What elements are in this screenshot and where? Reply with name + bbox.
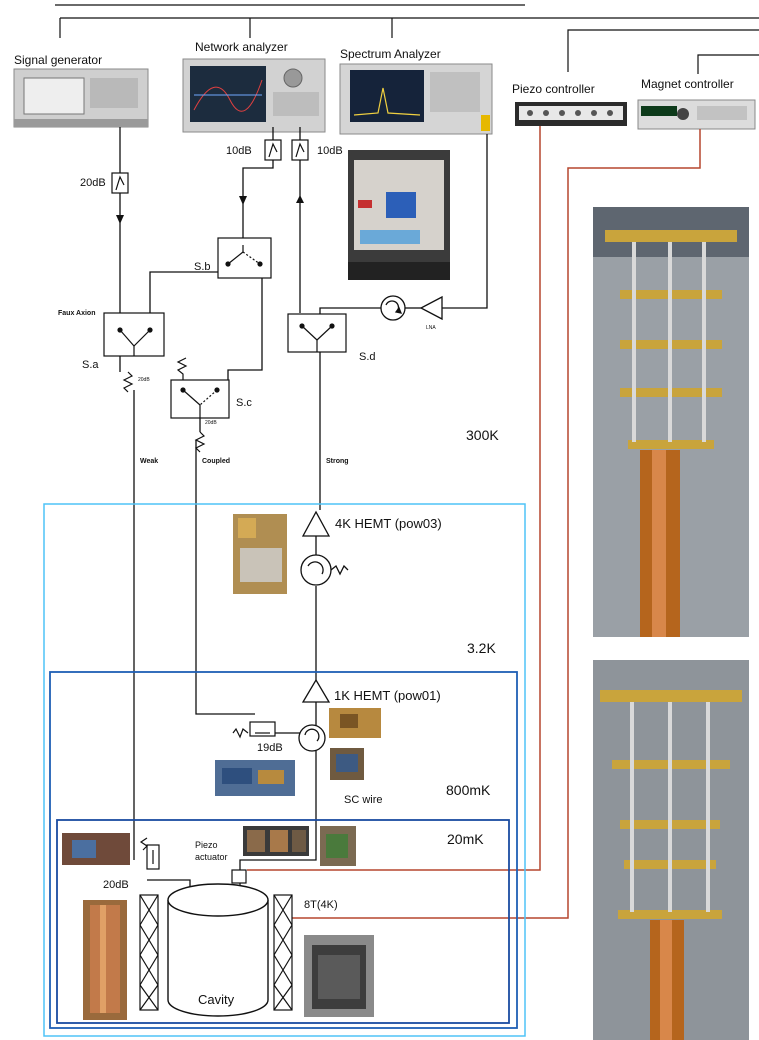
attenuator-sg-label: 20dB xyxy=(80,178,106,189)
stage-800mk-label: 800mK xyxy=(446,783,490,797)
spectrum-analyzer-device xyxy=(340,64,492,134)
switch-sa xyxy=(104,313,164,392)
magnet-controller-label: Magnet controller xyxy=(641,78,734,90)
photo-cavity-left xyxy=(83,900,127,1020)
photo-20mk-left xyxy=(62,833,130,865)
attenuator-na xyxy=(265,140,281,160)
stage-20mk-label: 20mK xyxy=(447,832,484,846)
flow-arrows xyxy=(116,195,304,224)
cavity-label: Cavity xyxy=(198,993,234,1006)
photo-fridge-bottom xyxy=(593,660,749,1040)
hemt-4k-label: 4K HEMT (pow03) xyxy=(335,517,442,530)
piezo-actuator-label-2: actuator xyxy=(195,853,228,862)
stage-3k-label: 3.2K xyxy=(467,641,496,655)
directional-coupler xyxy=(233,722,275,737)
spectrum-analyzer-label: Spectrum Analyzer xyxy=(340,48,441,60)
photo-rack-electronics xyxy=(348,150,450,280)
piezo-controller-device xyxy=(515,102,627,126)
cavity-attenuator-label: 20dB xyxy=(103,880,129,891)
photo-hemt-1k xyxy=(329,708,381,738)
network-analyzer-device xyxy=(183,59,325,132)
photo-magnet xyxy=(304,935,374,1017)
photo-fridge-top xyxy=(593,207,749,637)
strong-line-label: Strong xyxy=(326,458,349,465)
attenuator-sa xyxy=(292,140,308,160)
piezo-actuator-block xyxy=(232,870,246,883)
switch-sb-label: S.b xyxy=(194,262,211,273)
faux-axion-label: Faux Axion xyxy=(58,310,95,317)
magnet-label: 8T(4K) xyxy=(304,900,338,911)
magnet-controller-device xyxy=(638,100,755,129)
attenuator-na-label: 10dB xyxy=(226,146,252,157)
coupler-19db-label: 19dB xyxy=(257,743,283,754)
photo-coupler-board xyxy=(215,760,295,796)
piezo-controller-label: Piezo controller xyxy=(512,83,595,95)
piezo-actuator-label-1: Piezo xyxy=(195,841,218,850)
lna-amplifier xyxy=(421,297,442,319)
attenuator-sa-small-label: 20dB xyxy=(138,378,150,383)
magnet-coil-right xyxy=(274,895,292,1010)
coupled-line-label: Coupled xyxy=(202,458,230,465)
photo-hemt-4k xyxy=(233,514,287,594)
weak-line-label: Weak xyxy=(140,458,158,465)
signal-generator-device xyxy=(14,69,148,127)
sc-wire-label: SC wire xyxy=(344,795,383,806)
switch-sc-label: S.c xyxy=(236,398,252,409)
attenuator-sa-label: 10dB xyxy=(317,146,343,157)
hemt-4k-amplifier xyxy=(303,512,329,536)
weak-port-coupler xyxy=(141,838,159,869)
photo-20mk-right xyxy=(320,826,356,866)
attenuator-sg xyxy=(112,173,128,193)
switch-sc xyxy=(171,358,229,452)
circulator-4k xyxy=(301,555,348,585)
lna-label: LNA xyxy=(426,326,436,331)
photo-piezo-mounts xyxy=(243,826,309,856)
switch-sa-label: S.a xyxy=(82,360,99,371)
magnet-coil-left xyxy=(140,895,158,1010)
hemt-1k-amplifier xyxy=(303,680,329,702)
network-analyzer-label: Network analyzer xyxy=(195,41,288,53)
switch-sd-label: S.d xyxy=(359,352,376,363)
switch-sb xyxy=(218,238,271,278)
hemt-1k-label: 1K HEMT (pow01) xyxy=(334,689,441,702)
stage-300k-label: 300K xyxy=(466,428,499,442)
switch-sd xyxy=(288,314,346,352)
attenuator-sc-small-label: 20dB xyxy=(205,421,217,426)
circulator-room xyxy=(381,296,405,320)
circulator-1k xyxy=(299,725,325,751)
photo-sc-wire xyxy=(330,748,364,780)
signal-generator-label: Signal generator xyxy=(14,54,102,66)
